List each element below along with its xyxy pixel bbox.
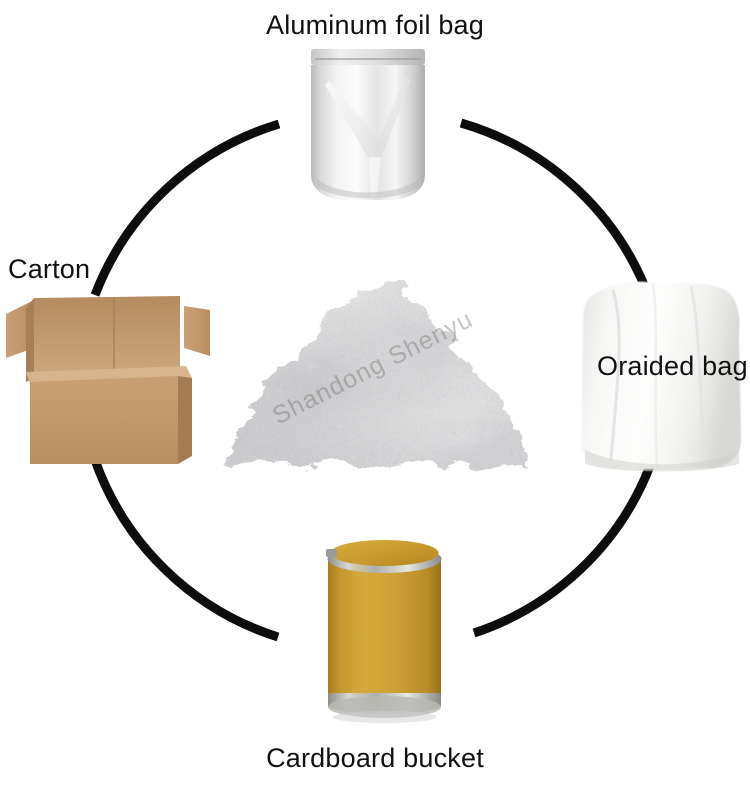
- woven-bag-svg: [581, 281, 742, 472]
- woven-fold-1: [609, 289, 621, 461]
- label-aluminum-foil-bag: Aluminum foil bag: [265, 10, 485, 40]
- powder-grain: [226, 285, 528, 466]
- drum-ground-shadow: [332, 711, 437, 723]
- label-braided-bag: Oraided bag: [597, 351, 748, 381]
- cardboard-bucket-image: [318, 533, 451, 725]
- foil-bottom-gusset: [317, 179, 419, 199]
- carton-back-panel: [34, 296, 180, 378]
- arc-bottom-right: [472, 464, 655, 638]
- drum-body: [328, 557, 441, 703]
- carton-image: [2, 286, 214, 470]
- woven-fold-2: [689, 285, 707, 465]
- carton-right-panel: [178, 376, 192, 464]
- carton-svg: [6, 296, 210, 464]
- powder-pile: Shandong Shenyu: [208, 250, 538, 485]
- aluminum-foil-bag-image: [299, 47, 437, 202]
- drum-clamp-lug: [326, 549, 337, 557]
- label-cardboard-bucket: Cardboard bucket: [266, 743, 484, 773]
- arc-bottom-left: [90, 458, 280, 642]
- foil-pouch-svg: [311, 49, 425, 200]
- carton-front-panel: [30, 376, 178, 464]
- braided-bag-image: [573, 274, 749, 478]
- drum-lid: [330, 540, 439, 566]
- carton-inner-left-wall: [26, 298, 34, 382]
- drum-svg: [326, 540, 442, 723]
- label-carton: Carton: [8, 254, 91, 284]
- drum-highlight: [352, 561, 368, 695]
- woven-fold-3: [651, 283, 659, 469]
- foil-fold-highlight: [325, 77, 411, 159]
- foil-center-crease: [369, 157, 381, 197]
- carton-flap-right: [184, 306, 210, 356]
- powder-pile-image: [226, 285, 528, 466]
- foil-top-seal: [311, 49, 425, 65]
